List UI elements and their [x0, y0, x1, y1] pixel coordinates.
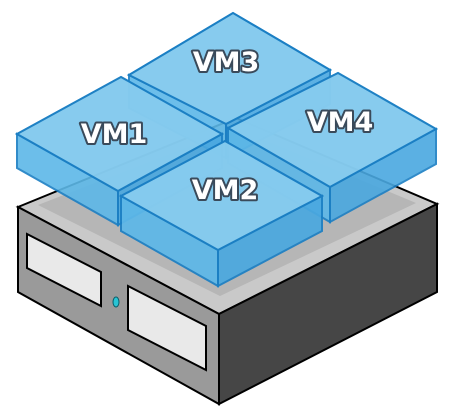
vm3-label: VM3 [193, 47, 260, 78]
vm1-label: VM1 [81, 119, 148, 150]
server-side-face [218, 202, 438, 406]
drive-bay-right [127, 284, 207, 372]
drive-bay-left [26, 232, 102, 308]
status-led [112, 296, 120, 308]
vm2-label: VM2 [192, 175, 259, 206]
vm4-label: VM4 [307, 107, 374, 138]
vm2-box [118, 139, 325, 288]
